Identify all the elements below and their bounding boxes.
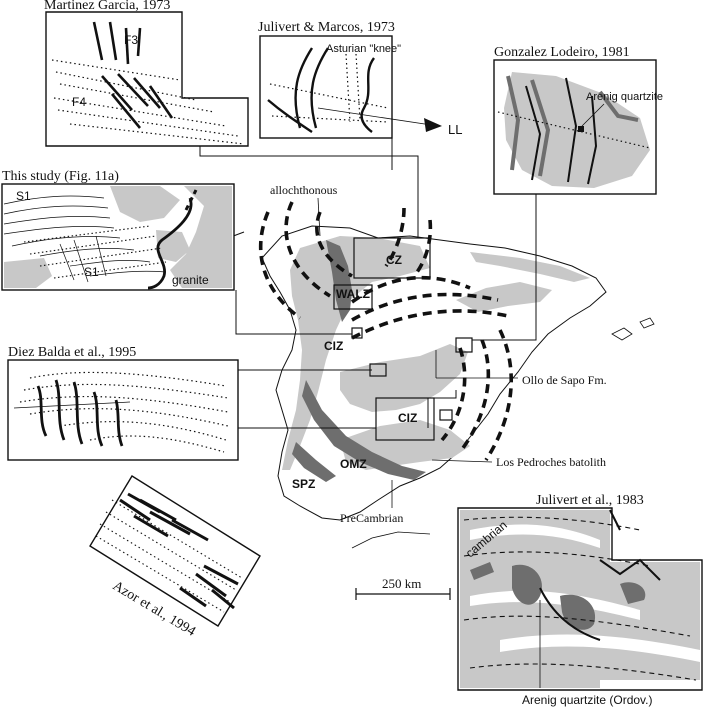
inset-title: Diez Balda et al., 1995: [8, 345, 136, 360]
connector-lines: [199, 138, 537, 520]
inset-title: Martinez Garcia, 1973: [44, 0, 170, 13]
inset-azor: Azor et al., 1994: [89, 475, 261, 640]
inset-frame: [89, 475, 261, 627]
spz-hatching: [295, 483, 353, 499]
zone-label-walz: WALZ: [336, 287, 370, 301]
label-allochthonous: allochthonous: [270, 183, 338, 197]
label-precambrian: PreCambrian: [340, 511, 403, 525]
balearic-island: [639, 317, 655, 329]
ll-line: [317, 107, 439, 127]
arenig-marker: [578, 126, 584, 132]
ll-arrow-icon: [424, 118, 442, 132]
inset-frame: [45, 11, 249, 147]
inset-this-study: This study (Fig. 11a) S1 S1 granite: [1, 169, 235, 291]
inset-title: Gonzalez Lodeiro, 1981: [494, 45, 630, 60]
zone-label-omz: OMZ: [340, 457, 367, 471]
iberian-range-outcrop: [456, 282, 552, 312]
dark-belt: [302, 380, 426, 480]
inset-diez-balda: Diez Balda et al., 1995: [7, 345, 239, 461]
label-s1-bottom: S1: [84, 265, 99, 279]
label-asturian-knee: Asturian "knee": [326, 43, 401, 55]
label-arenig-quartzite: Arenig quartzite: [586, 91, 663, 103]
scale-bar-label: 250 km: [382, 576, 421, 591]
label-los-pedroches: Los Pedroches batolith: [496, 455, 606, 469]
label-arenig-quartzite-ordov: Arenig quartzite (Ordov.): [522, 693, 653, 707]
locator-boxes: [333, 237, 473, 441]
leader-allochthonous: [317, 197, 321, 237]
label-ll: LL: [448, 122, 462, 137]
zone-label-ciz-north: CIZ: [324, 339, 343, 353]
scale-bar: [355, 588, 451, 600]
inset-title: Julivert & Marcos, 1973: [258, 20, 395, 35]
inset-frame: [7, 359, 239, 461]
label-f4: F4: [72, 95, 86, 109]
light-outcrop: [110, 186, 180, 222]
zone-label-cz: CZ: [386, 253, 402, 267]
label-f3: F3: [124, 33, 138, 47]
dark-belt: [292, 442, 336, 482]
inset-title: Julivert et al., 1983: [536, 493, 644, 508]
variscan-outcrop: [282, 236, 430, 470]
thin-trace: [13, 401, 131, 409]
inset-julivert-1983: Julivert et al., 1983 cambrian Arenig qu…: [457, 493, 703, 707]
zone-label-ciz-south: CIZ: [398, 411, 417, 425]
label-s1-top: S1: [16, 189, 31, 203]
balearic-island: [611, 327, 633, 341]
granite-outcrop: [170, 186, 232, 288]
label-granite: granite: [172, 273, 209, 287]
label-ollo-de-sapo: Ollo de Sapo Fm.: [522, 373, 607, 387]
iberia-map: CZ WALZ CIZ CIZ OMZ SPZ 250 km allochtho…: [227, 183, 655, 600]
thick-dashed-trace: [184, 189, 198, 211]
thick-fold-trace: [147, 197, 193, 290]
africa-coast: [351, 531, 431, 549]
pyrenees-outcrop: [470, 252, 590, 282]
leader-arenig: [581, 103, 605, 127]
inset-gonzalez-lodeiro: Gonzalez Lodeiro, 1981 Arenig quartzite: [493, 45, 663, 195]
leader-los-pedroches: [431, 459, 493, 463]
inset-julivert-marcos: Julivert & Marcos, 1973 Asturian "knee" …: [258, 20, 462, 139]
inset-martinez-garcia: Martinez Garcia, 1973 F3 F4: [44, 0, 249, 147]
zone-label-spz: SPZ: [292, 477, 315, 491]
inset-title: This study (Fig. 11a): [2, 169, 119, 184]
